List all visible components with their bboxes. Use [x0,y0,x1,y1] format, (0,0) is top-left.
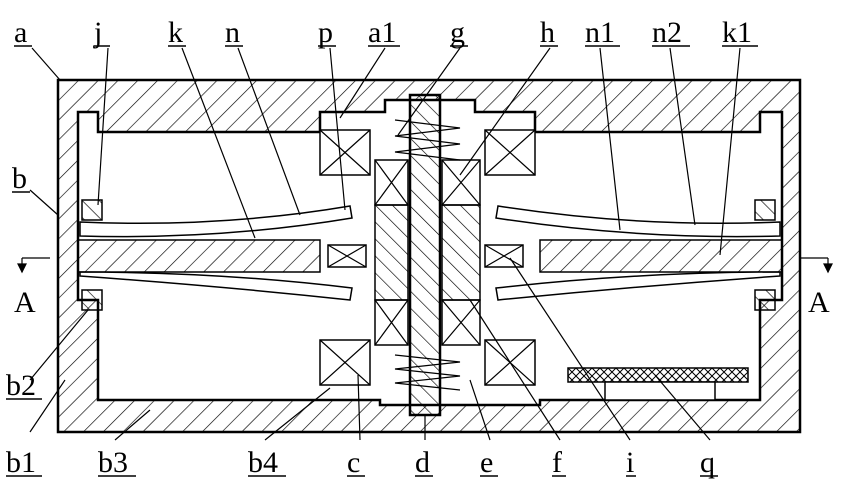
label-b: b [12,162,27,195]
label-a1: a1 [368,16,396,49]
label-k: k [168,16,183,49]
label-n1: n1 [585,16,615,49]
part-q [568,368,748,400]
label-p: p [318,16,333,49]
label-n: n [225,16,240,49]
right-plate [485,200,782,310]
label-b2: b2 [6,369,36,402]
label-f: f [552,446,562,479]
label-k1: k1 [722,16,752,49]
label-q: q [700,446,715,479]
label-a: a [14,16,27,49]
label-b1: b1 [6,446,36,479]
label-b4: b4 [248,446,278,479]
label-i: i [626,446,634,479]
left-plate [78,200,366,310]
label-d: d [415,446,430,479]
label-A-left: A [14,286,36,319]
label-A-right: A [808,286,830,319]
label-h: h [540,16,555,49]
label-c: c [347,446,360,479]
label-b3: b3 [98,446,128,479]
label-n2: n2 [652,16,682,49]
label-e: e [480,446,493,479]
label-j: j [93,16,102,49]
label-g: g [450,16,465,49]
